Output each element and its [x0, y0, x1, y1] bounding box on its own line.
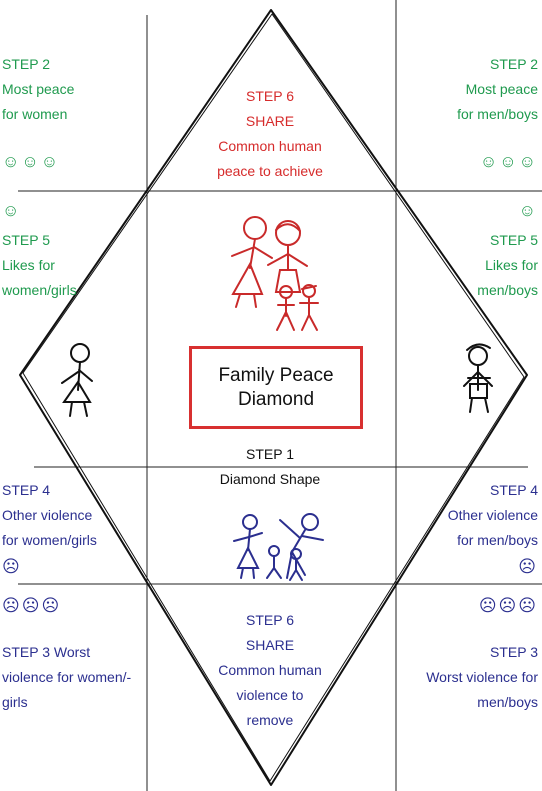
step5-men-smiley-icon: ☺ [518, 201, 538, 220]
step2-men-line-2: for men/boys [457, 106, 538, 122]
step3-men-frowns-icon: ☹☹☹ [478, 596, 538, 615]
step2-men-smileys-icon: ☺☺☺ [479, 152, 538, 171]
step4-men-label: STEP 4 Other violence for men/boys [448, 478, 538, 553]
step2-women-heading: STEP 2 [2, 56, 50, 72]
top-share-line-2: Common human [218, 138, 322, 154]
step3-women-line-2: violence for women/- [2, 669, 132, 685]
step3-men-line-2: men/boys [477, 694, 538, 710]
step5-men-line-2: men/boys [477, 282, 538, 298]
step4-men-heading: STEP 4 [490, 482, 538, 498]
step5-women-line-2: women/girls [2, 282, 77, 298]
step5-men-line-1: Likes for [485, 257, 538, 273]
step5-men-heading: STEP 5 [490, 232, 538, 248]
bottom-share-line-1: SHARE [245, 637, 295, 653]
step4-men-frown-icon: ☹ [518, 557, 538, 576]
step2-men-line-1: Most peace [465, 81, 538, 97]
step3-men-heading: STEP 3 [490, 644, 538, 660]
top-share-heading: STEP 6 [246, 88, 294, 104]
step4-men-line-1: Other violence [447, 507, 538, 523]
woman-stick-figure-icon [61, 343, 93, 417]
bottom-share-line-2: Common human [218, 662, 322, 678]
step4-men-line-2: for men/boys [457, 532, 538, 548]
step3-women-line-3: girls [2, 694, 28, 710]
man-stick-figure-icon [463, 343, 493, 413]
step1-heading: STEP 1 [246, 446, 294, 462]
bottom-share-line-4: remove [246, 712, 294, 728]
step3-women-label: STEP 3 Worst violence for women/- girls [2, 640, 131, 715]
bottom-share-heading: STEP 6 [246, 612, 294, 628]
step4-women-line-2: for women/girls [2, 532, 97, 548]
step5-women-heading: STEP 5 [2, 232, 50, 248]
diamond-shape [19, 9, 528, 786]
top-share-line-1: SHARE [245, 113, 295, 129]
step4-women-frown-icon: ☹ [2, 557, 22, 576]
title-line-1: Family Peace [218, 364, 334, 386]
bottom-share-line-3: violence to [236, 687, 304, 703]
title-box: Family Peace Diamond [189, 346, 363, 429]
step1-label: STEP 1 Diamond Shape [200, 442, 340, 492]
step1-text: Diamond Shape [219, 471, 321, 487]
step5-women-smiley-icon: ☺ [2, 201, 22, 220]
step3-men-line-1: Worst violence for [426, 669, 538, 685]
step3-men-label: STEP 3 Worst violence for men/boys [426, 640, 538, 715]
title-line-2: Diamond [237, 388, 315, 410]
step5-women-label: STEP 5 Likes for women/girls [2, 228, 77, 303]
diamond-sketch-stroke [22, 13, 525, 782]
bottom-share-label: STEP 6 SHARE Common human violence to re… [195, 608, 345, 733]
step2-men-heading: STEP 2 [490, 56, 538, 72]
step2-women-label: STEP 2 Most peace for women [2, 52, 74, 127]
step3-women-line-1: STEP 3 Worst [2, 644, 91, 660]
step2-women-line-1: Most peace [2, 81, 75, 97]
step4-women-line-1: Other violence [2, 507, 93, 523]
step2-women-smileys-icon: ☺☺☺ [2, 152, 61, 171]
step4-women-label: STEP 4 Other violence for women/girls [2, 478, 97, 553]
step5-men-label: STEP 5 Likes for men/boys [477, 228, 538, 303]
step4-women-heading: STEP 4 [2, 482, 50, 498]
step2-women-line-2: for women [2, 106, 68, 122]
violent-family-figures-icon [233, 513, 324, 581]
step2-men-label: STEP 2 Most peace for men/boys [457, 52, 538, 127]
step3-women-frowns-icon: ☹☹☹ [2, 596, 62, 615]
happy-family-figures-icon [231, 216, 319, 331]
top-share-label: STEP 6 SHARE Common human peace to achie… [195, 84, 345, 184]
step5-women-line-1: Likes for [2, 257, 55, 273]
top-share-line-3: peace to achieve [217, 163, 323, 179]
